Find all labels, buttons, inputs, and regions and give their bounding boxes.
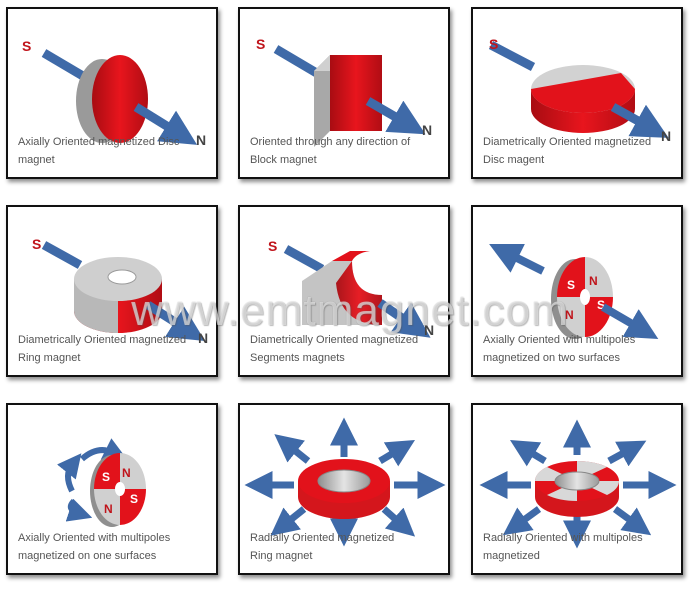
magnet-card-diametrical-ring: S N Diametrically Oriented magnetized Ri… (6, 205, 218, 377)
disc-top-red (531, 73, 635, 113)
flux-arrow (57, 453, 82, 493)
caption-line: Block magnet (250, 154, 317, 166)
pole-label: S (130, 492, 138, 506)
pole-label: S (567, 278, 575, 292)
diametrical-ring-illustration: S N (32, 236, 208, 346)
pole-label: N (565, 308, 574, 322)
ring-hole (317, 469, 371, 493)
pole-n-label: N (661, 128, 671, 144)
segment-illustration: S N (268, 238, 434, 338)
magnet-card-multipole-one-surface: N S N S Axially Oriented with multipoles… (6, 403, 218, 575)
caption-line: Diametrically Oriented magnetized (18, 334, 187, 346)
magnet-card-multipole-two-surfaces: N S N S Axially Oriented with multipoles… (471, 205, 683, 377)
pole-n-label: N (198, 330, 208, 346)
flux-arrow (80, 438, 128, 462)
pole-s-label: S (32, 236, 41, 252)
axial-disc-illustration: S N (22, 38, 206, 148)
multipole-face (557, 257, 613, 337)
caption-line: Diametrically Oriented magnetized (483, 136, 652, 148)
pole-label: N (589, 274, 598, 288)
card-caption: Radially Oriented magnetized Ring magnet (250, 529, 444, 565)
magnet-card-axial-disc: S N Axially Oriented magnetized Disc mag… (6, 7, 218, 179)
diametrical-disc-illustration: S N (488, 36, 671, 144)
caption-line: magnetized (483, 550, 540, 562)
pole-s-label: S (268, 238, 277, 254)
disc-face (92, 55, 148, 143)
caption-line: Radially Oriented magnetized (250, 532, 395, 544)
ring-hole (554, 471, 600, 491)
card-caption: Axially Oriented with multipoles magneti… (18, 529, 212, 565)
pole-label: S (597, 298, 605, 312)
caption-line: magnetized on two surfaces (483, 352, 620, 364)
pole-s-label: S (256, 36, 265, 52)
caption-line: Diametrically Oriented magnetized (250, 334, 419, 346)
block-side (314, 55, 330, 147)
caption-line: Radially Oriented with multipoles (483, 532, 643, 544)
card-caption: Axially Oriented with multipoles magneti… (483, 331, 677, 367)
caption-line: Disc magent (483, 154, 545, 166)
ring-hole (107, 269, 137, 285)
magnet-card-radial-ring: Radially Oriented magnetized Ring magnet (238, 403, 450, 575)
radial-multipole-illustration (479, 419, 677, 549)
pole-n-label: N (422, 122, 432, 138)
magnet-card-segment: S N Diametrically Oriented magnetized Se… (238, 205, 450, 377)
pole-n-label: N (196, 132, 206, 148)
caption-line: magnetized on one surfaces (18, 550, 157, 562)
card-caption: Diametrically Oriented magnetized Ring m… (18, 331, 212, 367)
multipole-face (94, 453, 146, 525)
pole-s-label: S (22, 38, 31, 54)
caption-line: Axially Oriented magnetized Disc magnet (18, 136, 180, 166)
magnet-card-diametrical-disc: S N Diametrically Oriented magnetized Di… (471, 7, 683, 179)
radial-arrows (479, 419, 677, 549)
caption-line: Axially Oriented with multipoles (18, 532, 171, 544)
card-caption: Radially Oriented with multipoles magnet… (483, 529, 677, 565)
caption-line: Ring magnet (18, 352, 81, 364)
segment-face (336, 261, 382, 325)
pole-label: N (104, 502, 113, 516)
caption-line: Ring magnet (250, 550, 313, 562)
flux-arrow (65, 498, 93, 522)
magnet-card-block: S N Oriented through any direction of Bl… (238, 7, 450, 179)
pole-label: N (122, 466, 131, 480)
pole-n-label: N (424, 322, 434, 338)
multipole-two-surfaces-illustration: N S N S (489, 244, 659, 340)
radial-ring-illustration (244, 417, 446, 547)
magnet-card-radial-multipole: Radially Oriented with multipoles magnet… (471, 403, 683, 575)
caption-line: Segments magnets (250, 352, 345, 364)
pole-label: S (102, 470, 110, 484)
card-caption: Diametrically Oriented magnetized Disc m… (483, 133, 677, 169)
card-caption: Axially Oriented magnetized Disc magnet (18, 133, 212, 169)
caption-line: Axially Oriented with multipoles (483, 334, 636, 346)
multipole-one-surface-illustration: N S N S (57, 438, 146, 527)
segment-top (332, 251, 370, 261)
card-caption: Oriented through any direction of Block … (250, 133, 444, 169)
block-face (330, 55, 382, 131)
block-illustration: S N (256, 36, 432, 147)
pole-s-label: S (489, 36, 498, 52)
caption-line: Oriented through any direction of (250, 136, 411, 148)
card-caption: Diametrically Oriented magnetized Segmen… (250, 331, 444, 367)
